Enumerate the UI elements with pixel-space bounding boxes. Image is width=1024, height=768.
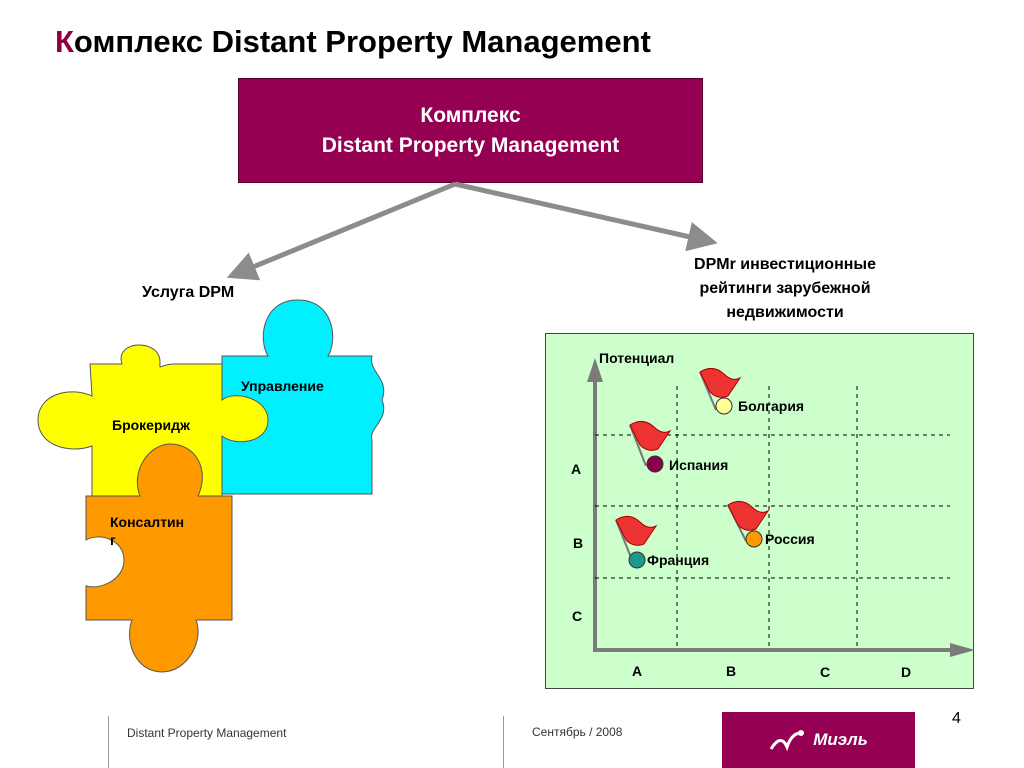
rating-label: DPMr инвестиционные рейтинги зарубежной … [640, 253, 930, 325]
company-logo: Миэль [722, 712, 915, 768]
logo-text: Миэль [813, 730, 868, 749]
management-label: Управление [241, 378, 324, 394]
y-level-c: C [572, 608, 583, 624]
title-text: омплекс Distant Property Management [73, 24, 651, 59]
footer-date: Сентябрь / 2008 [532, 725, 623, 739]
y-level-a: A [571, 461, 582, 477]
title-first-letter: К [55, 24, 74, 59]
y-axis-arrowhead [587, 358, 603, 382]
country-france: Франция [647, 552, 710, 568]
x-level-b: B [726, 663, 737, 679]
rating-label-line1: DPMr инвестиционные [694, 256, 876, 273]
marker-france [628, 551, 646, 569]
x-level-d: D [901, 664, 912, 680]
page-number: 4 [952, 710, 961, 727]
footer-divider [503, 716, 504, 768]
country-bulgaria: Болгария [738, 398, 805, 414]
x-level-c: C [820, 664, 831, 680]
y-level-b: B [573, 535, 584, 551]
y-axis-label: Потенциал [599, 350, 675, 366]
country-spain: Испания [669, 457, 729, 473]
complex-box-line2: Distant Property Management [321, 133, 620, 157]
rating-chart-panel [545, 333, 974, 689]
complex-box-line1: Комплекс [420, 103, 521, 127]
flag-icon [699, 368, 742, 411]
page-title: Комплекс Distant Property Management [55, 24, 651, 60]
complex-box: Комплекс Distant Property Management [238, 78, 703, 183]
country-russia: Россия [765, 531, 815, 547]
arrow-left [226, 181, 456, 281]
consulting-label: Консалтин г [110, 513, 184, 549]
logo-mark-icon [769, 730, 805, 752]
brokerage-label: Брокеридж [112, 417, 190, 433]
flag-icon [727, 501, 770, 542]
rating-label-line2: рейтинги зарубежной [699, 280, 871, 297]
x-level-a: A [632, 663, 643, 679]
x-axis-arrowhead [950, 643, 975, 657]
puzzle-piece-consulting [85, 443, 233, 673]
marker-bulgaria [715, 397, 733, 415]
rating-label-line3: недвижимости [726, 304, 844, 321]
arrow-right [454, 181, 718, 252]
marker-spain [646, 455, 664, 473]
puzzle-graphic [37, 299, 385, 673]
consulting-label-line1: Консалтин [110, 514, 185, 530]
flag-icon [615, 516, 658, 561]
footer-divider [108, 716, 109, 768]
marker-russia [745, 530, 763, 548]
flag-icon [629, 421, 672, 467]
puzzle-piece-brokerage [37, 344, 269, 497]
service-dpm-label: Услуга DPM [142, 284, 235, 301]
footer-title: Distant Property Management [127, 726, 287, 740]
consulting-label-line2: г [110, 532, 116, 548]
puzzle-piece-management [221, 299, 385, 495]
